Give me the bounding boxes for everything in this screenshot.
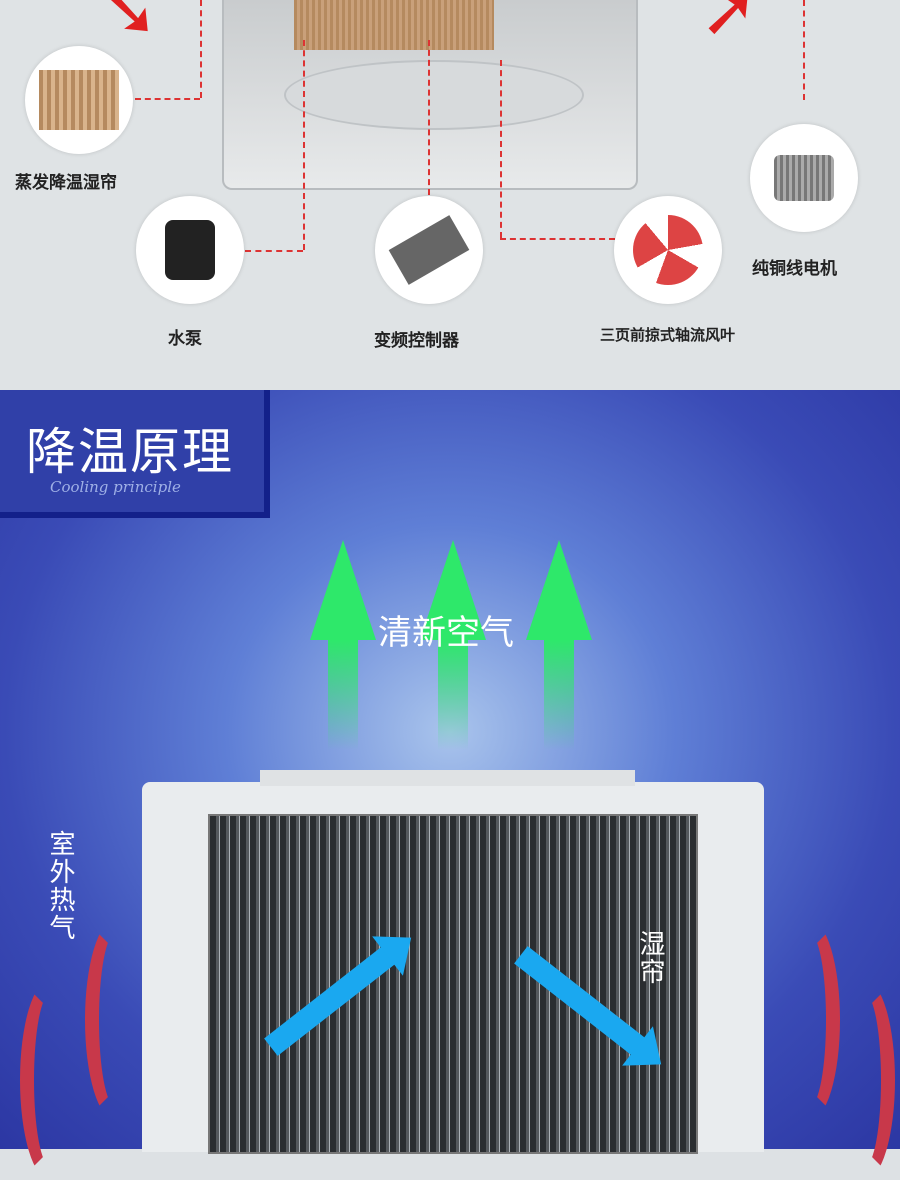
- fresh-air-label: 清新空气: [378, 613, 514, 653]
- hot-air-arrow-icon: [85, 920, 145, 1120]
- motor-label: 纯铜线电机: [752, 259, 837, 279]
- fan-blade-icon: [614, 196, 722, 304]
- cooling-pad-label: 蒸发降温湿帘: [15, 173, 117, 193]
- motor-icon: [750, 124, 858, 232]
- components-section: ➘ ➚ 蒸发降温湿帘 水泵 变频控制器 三页前掠式轴流风叶 纯铜线电机: [0, 0, 900, 390]
- red-arrow-icon: ➚: [700, 0, 759, 52]
- cooling-pad-icon: [25, 46, 133, 154]
- fresh-air-arrow-icon: [526, 540, 592, 750]
- wet-curtain-label: 湿帘: [635, 930, 665, 986]
- fan-blade-label: 三页前掠式轴流风叶: [600, 326, 736, 344]
- hot-air-arrow-icon: [780, 920, 840, 1120]
- hot-air-arrow-icon: [835, 980, 895, 1180]
- cooling-principle-section: 降温原理 Cooling principle 清新空气 室外热气 湿帘: [0, 390, 900, 1180]
- inverter-controller-icon: [375, 196, 483, 304]
- section-title: 降温原理: [26, 423, 234, 481]
- cooler-unit-image: [222, 0, 638, 190]
- section-title-box: 降温原理 Cooling principle: [0, 390, 270, 518]
- inverter-controller-label: 变频控制器: [374, 331, 459, 351]
- water-pump-label: 水泵: [168, 329, 202, 349]
- water-pump-icon: [136, 196, 244, 304]
- cooler-interior-image: [142, 770, 764, 1154]
- red-arrow-icon: ➘: [100, 0, 159, 52]
- fresh-air-arrow-icon: [420, 540, 486, 750]
- section-subtitle: Cooling principle: [50, 478, 181, 496]
- hot-air-arrow-icon: [20, 980, 80, 1180]
- hot-air-label: 室外热气: [45, 830, 75, 942]
- fresh-air-arrow-icon: [310, 540, 376, 750]
